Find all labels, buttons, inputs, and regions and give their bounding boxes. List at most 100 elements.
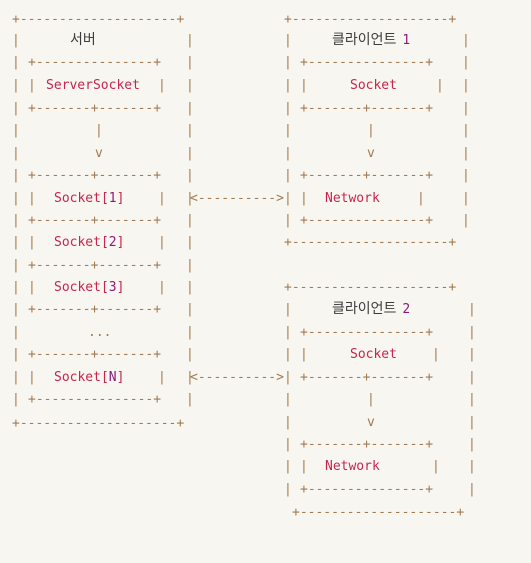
svg-text:|: | [462,101,470,116]
svg-text:|: | [284,168,292,183]
svg-text:|: | [12,325,20,340]
socket-2-label: Socket[2] [54,235,124,250]
svg-text:|: | [417,191,425,206]
svg-text:+--------------------+: +--------------------+ [292,505,464,520]
svg-text:|: | [186,258,194,273]
client-1-network-label: Network [325,191,380,206]
svg-text:+--------------------+: +--------------------+ [12,12,184,27]
svg-text:+---------------+: +---------------+ [300,325,433,340]
svg-text:|: | [186,392,194,407]
svg-text:+---------------+: +---------------+ [300,213,433,228]
svg-text:|: | [158,370,166,385]
svg-text:|: | [186,347,194,362]
svg-text:|: | [462,168,470,183]
svg-text:|: | [12,258,20,273]
svg-text:|: | [12,213,20,228]
svg-text:|: | [186,123,194,138]
svg-text:|: | [186,101,194,116]
svg-text:|: | [284,482,292,497]
client-2-network-label: Network [325,459,380,474]
svg-text:+-------+-------+: +-------+-------+ [28,101,161,116]
svg-text:|: | [158,235,166,250]
socket-n-label: Socket[N] [54,370,124,385]
svg-text:|: | [468,437,476,452]
svg-text:|: | [158,78,166,93]
svg-text:+---------------+: +---------------+ [300,55,433,70]
client-1-network-box: +-------+-------+ | | +---------------+ [300,168,433,228]
svg-text:|: | [12,347,20,362]
svg-text:|: | [284,325,292,340]
svg-text:|: | [186,235,194,250]
svg-text:+---------------+: +---------------+ [300,482,433,497]
svg-text:|: | [284,437,292,452]
svg-text:|: | [186,146,194,161]
svg-text:+-------+-------+: +-------+-------+ [28,347,161,362]
svg-text:|: | [186,325,194,340]
client-2-arrow-pipe: | [367,392,375,407]
client-2-box: +--------------------+ | | | | | | | | | | | |… [284,280,476,520]
svg-text:+-------+-------+: +-------+-------+ [300,370,433,385]
connection-link-2: <----------> [190,370,284,385]
svg-text:|: | [28,370,36,385]
svg-text:+---------------+: +---------------+ [28,392,161,407]
socket-2-box: || +-------+-------+ [28,235,166,273]
svg-text:|: | [284,146,292,161]
svg-text:|: | [186,302,194,317]
svg-text:|: | [468,302,476,317]
svg-text:|: | [284,33,292,48]
svg-text:|: | [186,168,194,183]
client-1-arrow-head: v [367,146,375,161]
svg-text:|: | [12,370,20,385]
svg-text:+--------------------+: +--------------------+ [12,416,184,431]
server-socket-label: ServerSocket [46,78,140,93]
client-1-arrow-pipe: | [367,123,375,138]
svg-text:|: | [158,191,166,206]
svg-text:+-------+-------+: +-------+-------+ [28,213,161,228]
svg-text:|: | [28,235,36,250]
svg-text:|: | [468,325,476,340]
svg-text:|: | [468,347,476,362]
server-title: 서버 [70,32,96,48]
svg-text:|: | [12,280,20,295]
client-1-socket-box: +---------------+ | | +-------+-------+ [300,55,444,116]
svg-text:|: | [468,415,476,430]
svg-text:+-------+-------+: +-------+-------+ [300,437,433,452]
svg-text:|: | [284,302,292,317]
svg-text:|: | [28,191,36,206]
svg-text:|: | [12,146,20,161]
socket-1-box: +-------+-------+ || +-------+-------+ [28,168,166,228]
svg-text:|: | [462,78,470,93]
svg-text:|: | [300,78,308,93]
svg-text:|: | [284,415,292,430]
svg-text:|: | [28,78,36,93]
svg-text:+-------+-------+: +-------+-------+ [300,168,433,183]
server-arrow-head: v [95,146,103,161]
svg-text:|: | [186,33,194,48]
client-1-box: +--------------------+ || || || || || ||… [284,12,470,250]
socket-3-label: Socket[3] [54,280,124,295]
svg-text:|: | [468,392,476,407]
svg-text:|: | [462,146,470,161]
svg-text:|: | [186,280,194,295]
svg-text:|: | [12,101,20,116]
svg-text:|: | [284,213,292,228]
client-2-arrow-head: v [367,415,375,430]
client-2-socket-label: Socket [350,347,397,362]
svg-text:|: | [436,78,444,93]
svg-text:+---------------+: +---------------+ [28,55,161,70]
server-socket-box: +---------------+ | | +-------+-------+ [28,55,166,116]
socket-3-box: || +-------+-------+ [28,280,166,317]
client-2-socket-box: +---------------+ || +-------+-------+ [300,325,440,385]
svg-text:|: | [284,78,292,93]
svg-text:+-------+-------+: +-------+-------+ [300,101,433,116]
client-1-socket-label: Socket [350,78,397,93]
svg-text:|: | [468,482,476,497]
svg-text:|: | [284,347,292,362]
svg-text:|: | [300,459,308,474]
svg-text:|: | [12,55,20,70]
svg-text:|: | [284,370,292,385]
svg-text:|: | [462,213,470,228]
client-2-network-box: +-------+-------+ || +---------------+ [300,437,440,497]
svg-text:|: | [300,191,308,206]
